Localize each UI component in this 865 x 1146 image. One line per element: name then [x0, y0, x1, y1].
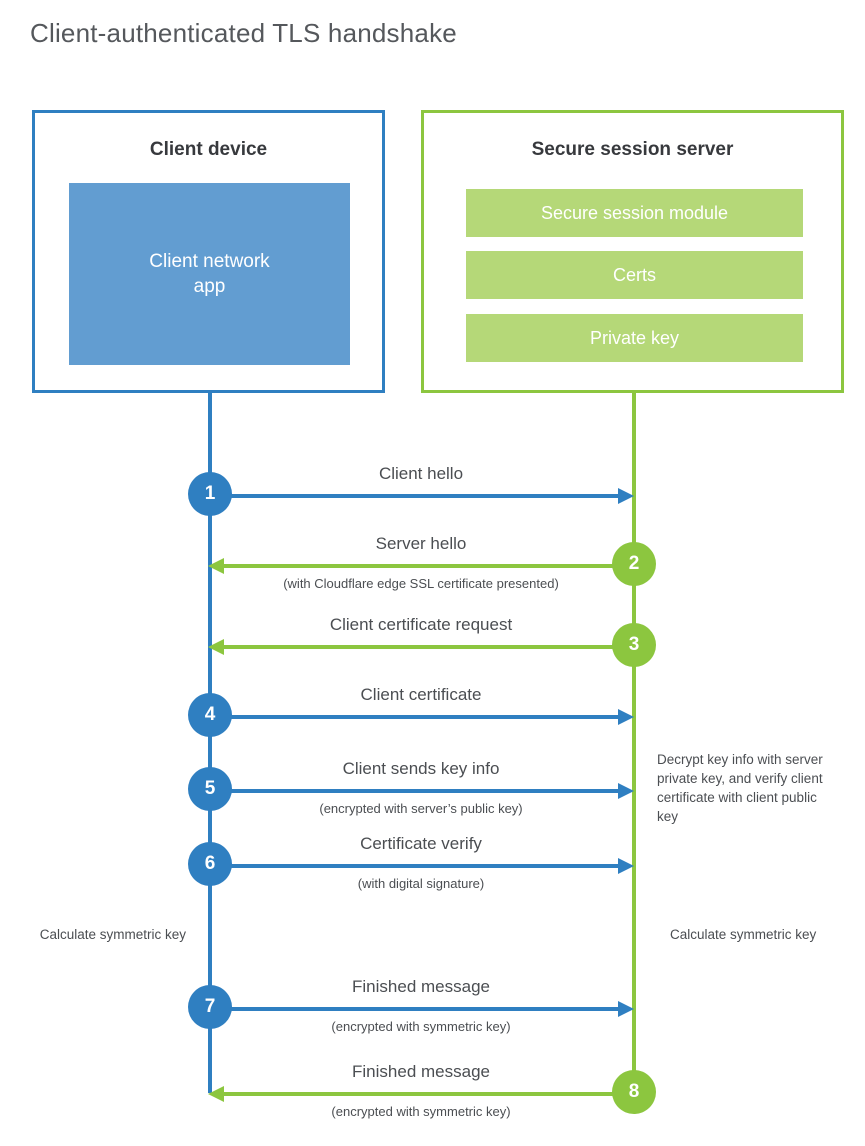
step-circle-7: 7: [188, 985, 232, 1029]
secure-session-server-title: Secure session server: [531, 139, 734, 160]
arrow-left-icon: [208, 1086, 224, 1102]
note-calculate-symmetric-key-server: Calculate symmetric key: [670, 927, 817, 942]
step-circle-3: 3: [612, 623, 656, 667]
message-1-label: Client hello: [378, 464, 464, 483]
message-7-line: [210, 1007, 630, 1011]
arrow-right-icon: [618, 1001, 634, 1017]
message-2-sublabel: (with Cloudflare edge SSL certificate pr…: [283, 576, 559, 591]
message-8-sublabel: (encrypted with symmetric key): [331, 1104, 511, 1119]
client-device-title: Client device: [149, 139, 268, 160]
message-6-label: Certificate verify: [360, 834, 482, 853]
message-4-line: [210, 715, 630, 719]
message-5-sublabel: (encrypted with server’s public key): [319, 801, 523, 816]
client-network-app-block: Client network app: [69, 183, 350, 365]
arrow-left-icon: [208, 639, 224, 655]
message-8-label: Finished message: [352, 1062, 490, 1081]
step-circle-5: 5: [188, 767, 232, 811]
step-circle-2: 2: [612, 542, 656, 586]
step-circle-4: 4: [188, 693, 232, 737]
message-1-line: [210, 494, 630, 498]
step-circle-6: 6: [188, 842, 232, 886]
message-3-label: Client certificate request: [329, 615, 513, 634]
message-5-line: [210, 789, 630, 793]
page-title: Client-authenticated TLS handshake: [30, 18, 457, 48]
note-decrypt-key-info: Decrypt key info with server private key…: [657, 752, 823, 824]
client-device-box: Client device Client network app: [32, 110, 385, 393]
server-bar-certs: Certs: [466, 251, 803, 299]
step-circle-1: 1: [188, 472, 232, 516]
message-7-label: Finished message: [352, 977, 490, 996]
message-2-label: Server hello: [375, 534, 467, 553]
message-4-label: Client certificate: [360, 685, 482, 704]
client-network-app-label-line2: app: [193, 276, 226, 297]
step-circle-8: 8: [612, 1070, 656, 1114]
server-bar-secure-session-module: Secure session module: [466, 189, 803, 237]
arrow-right-icon: [618, 858, 634, 874]
server-bar-private-key: Private key: [466, 314, 803, 362]
arrow-right-icon: [618, 709, 634, 725]
arrow-right-icon: [618, 783, 634, 799]
note-calculate-symmetric-key-client: Calculate symmetric key: [39, 927, 186, 942]
message-5-label: Client sends key info: [342, 759, 500, 778]
message-6-line: [210, 864, 630, 868]
message-3-line: [212, 645, 632, 649]
arrow-right-icon: [618, 488, 634, 504]
message-6-sublabel: (with digital signature): [357, 876, 485, 891]
message-7-sublabel: (encrypted with symmetric key): [331, 1019, 511, 1034]
client-lifeline: [208, 393, 212, 1093]
client-network-app-label-line1: Client network: [149, 251, 270, 272]
message-2-line: [212, 564, 632, 568]
server-lifeline: [632, 393, 636, 1093]
message-8-line: [212, 1092, 632, 1096]
secure-session-server-box: Secure session server Secure session mod…: [421, 110, 844, 393]
arrow-left-icon: [208, 558, 224, 574]
